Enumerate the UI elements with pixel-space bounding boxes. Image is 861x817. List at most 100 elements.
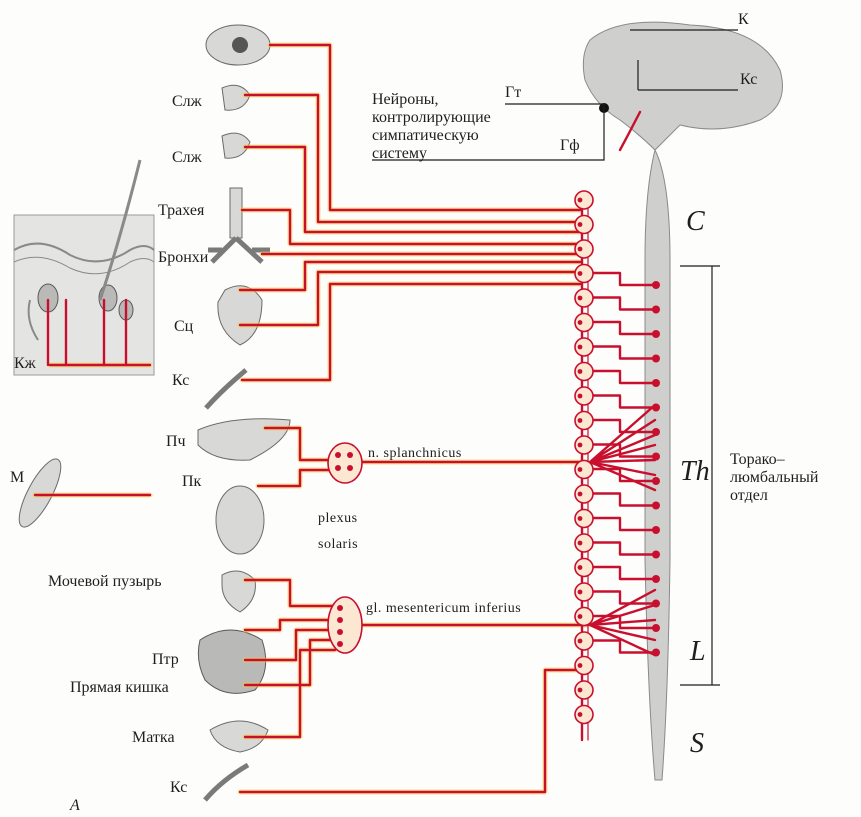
label-uterus: Матка: [132, 729, 175, 746]
label-plexus-1: plexus: [318, 511, 358, 526]
label-side-2: люмбальный: [730, 469, 819, 486]
label-ks-upper: Кс: [172, 372, 189, 389]
chain-ganglion-dot: [578, 222, 583, 227]
cord-neuron-dot: [652, 379, 660, 387]
chain-to-cord-connector: [592, 543, 652, 555]
cord-neuron-dot: [652, 281, 660, 289]
label-region-l: L: [689, 636, 706, 667]
chain-ganglion-dot: [578, 565, 583, 570]
chain-to-cord-connector: [592, 518, 652, 530]
chain-ganglion-dot: [578, 639, 583, 644]
label-trachea: Трахея: [158, 202, 205, 219]
cord-neuron-dot: [652, 575, 660, 583]
label-region-s: S: [690, 728, 704, 759]
label-liver: Пч: [166, 433, 186, 450]
chain-ganglion-dot: [578, 320, 583, 325]
label-region-c: C: [686, 206, 705, 237]
label-side-3: отдел: [730, 487, 768, 504]
chain-ganglion-dot: [578, 467, 583, 472]
bronchi-illustration: [208, 238, 270, 262]
chain-ganglion-dot: [578, 271, 583, 276]
chain-to-cord-connector: [592, 273, 652, 285]
skin-section-illustration: [14, 160, 154, 375]
chain-to-cord-connector: [592, 494, 652, 506]
label-heart: Сц: [174, 318, 194, 335]
label-neurons-3: симпатическую: [372, 127, 479, 144]
gland-1-illustration: [222, 85, 250, 110]
label-gt: Гт: [505, 84, 521, 101]
cord-neuron-dot: [652, 306, 660, 314]
bladder-illustration: [222, 571, 255, 612]
cord-neuron-dot: [652, 453, 660, 461]
chain-ganglion-dot: [578, 712, 583, 717]
label-ks-lower: Кс: [170, 779, 187, 796]
label-k: К: [738, 11, 749, 28]
chain-ganglion-dot: [578, 590, 583, 595]
label-region-th: Th: [680, 456, 710, 487]
liver-illustration: [198, 419, 290, 460]
chain-ganglion-dot: [578, 369, 583, 374]
label-slzh-2: Слж: [172, 149, 203, 166]
label-kidney: Пк: [182, 473, 202, 490]
chain-ganglion-dot: [578, 443, 583, 448]
spinal-cord-illustration: [645, 150, 670, 780]
chain-to-cord-connector: [592, 420, 652, 432]
chain-ganglion-dot: [578, 688, 583, 693]
chain-to-cord-connector: [592, 567, 652, 579]
label-rectum: Прямая кишка: [70, 679, 169, 696]
label-ks-brain: Кс: [740, 71, 757, 88]
label-splanchnicus: n. splanchnicus: [368, 446, 462, 461]
chain-to-cord-connector: [592, 322, 652, 334]
label-neurons-1: Нейроны,: [372, 91, 439, 108]
chain-ganglion-dot: [578, 394, 583, 399]
sympathetic-chain-ganglia: [575, 191, 593, 724]
cord-neuron-dot: [652, 526, 660, 534]
chain-ganglion-dot: [578, 345, 583, 350]
chain-to-cord-connector: [592, 298, 652, 310]
cord-neuron-dot: [652, 428, 660, 436]
heart-illustration: [218, 286, 262, 345]
vessel-upper-illustration: [206, 370, 246, 408]
chain-ganglion-dot: [578, 516, 583, 521]
label-intestine: Птр: [152, 651, 179, 668]
brain-and-spinal-cord: [583, 22, 782, 780]
cord-neuron-dot: [652, 649, 660, 657]
chain-to-cord-connector: [592, 371, 652, 383]
vessel-lower-illustration: [205, 765, 248, 800]
figure-letter: A: [69, 797, 80, 814]
kidney-illustration: [216, 486, 264, 554]
label-bronchi: Бронхи: [158, 249, 209, 266]
cord-neuron-dot: [652, 551, 660, 559]
cord-neuron-dot: [652, 330, 660, 338]
cord-neuron-dot: [652, 600, 660, 608]
chain-ganglion-dot: [578, 541, 583, 546]
chain-ganglion-dot: [578, 614, 583, 619]
chain-to-cord-connector: [592, 396, 652, 408]
cord-neuron-dot: [652, 404, 660, 412]
chain-ganglion-dot: [578, 418, 583, 423]
label-mesenteric: gl. mesentericum inferius: [366, 601, 521, 616]
chain-ganglion-dot: [578, 296, 583, 301]
label-slzh-1: Слж: [172, 93, 203, 110]
trachea-illustration: [230, 188, 242, 238]
label-side-1: Торако–: [730, 451, 786, 468]
chain-ganglion-dot: [578, 492, 583, 497]
chain-ganglion-dot: [578, 198, 583, 203]
label-neurons-2: контролирующие: [372, 109, 491, 126]
cord-neuron-dot: [652, 477, 660, 485]
label-bladder: Мочевой пузырь: [48, 573, 162, 590]
label-neurons-4: систему: [372, 145, 427, 162]
chain-ganglion-dot: [578, 663, 583, 668]
cord-neuron-dot: [652, 624, 660, 632]
label-gf: Гф: [560, 137, 580, 154]
label-muscle: М: [10, 469, 24, 486]
cord-neuron-dot: [652, 355, 660, 363]
label-plexus-2: solaris: [318, 537, 358, 552]
label-skin: Кж: [14, 355, 37, 372]
chain-to-cord-connector: [592, 347, 652, 359]
labels: К Кс Гт Гф Нейроны, контролирующие симпа…: [10, 11, 819, 814]
cord-neuron-dot: [652, 502, 660, 510]
chain-ganglion-dot: [578, 247, 583, 252]
